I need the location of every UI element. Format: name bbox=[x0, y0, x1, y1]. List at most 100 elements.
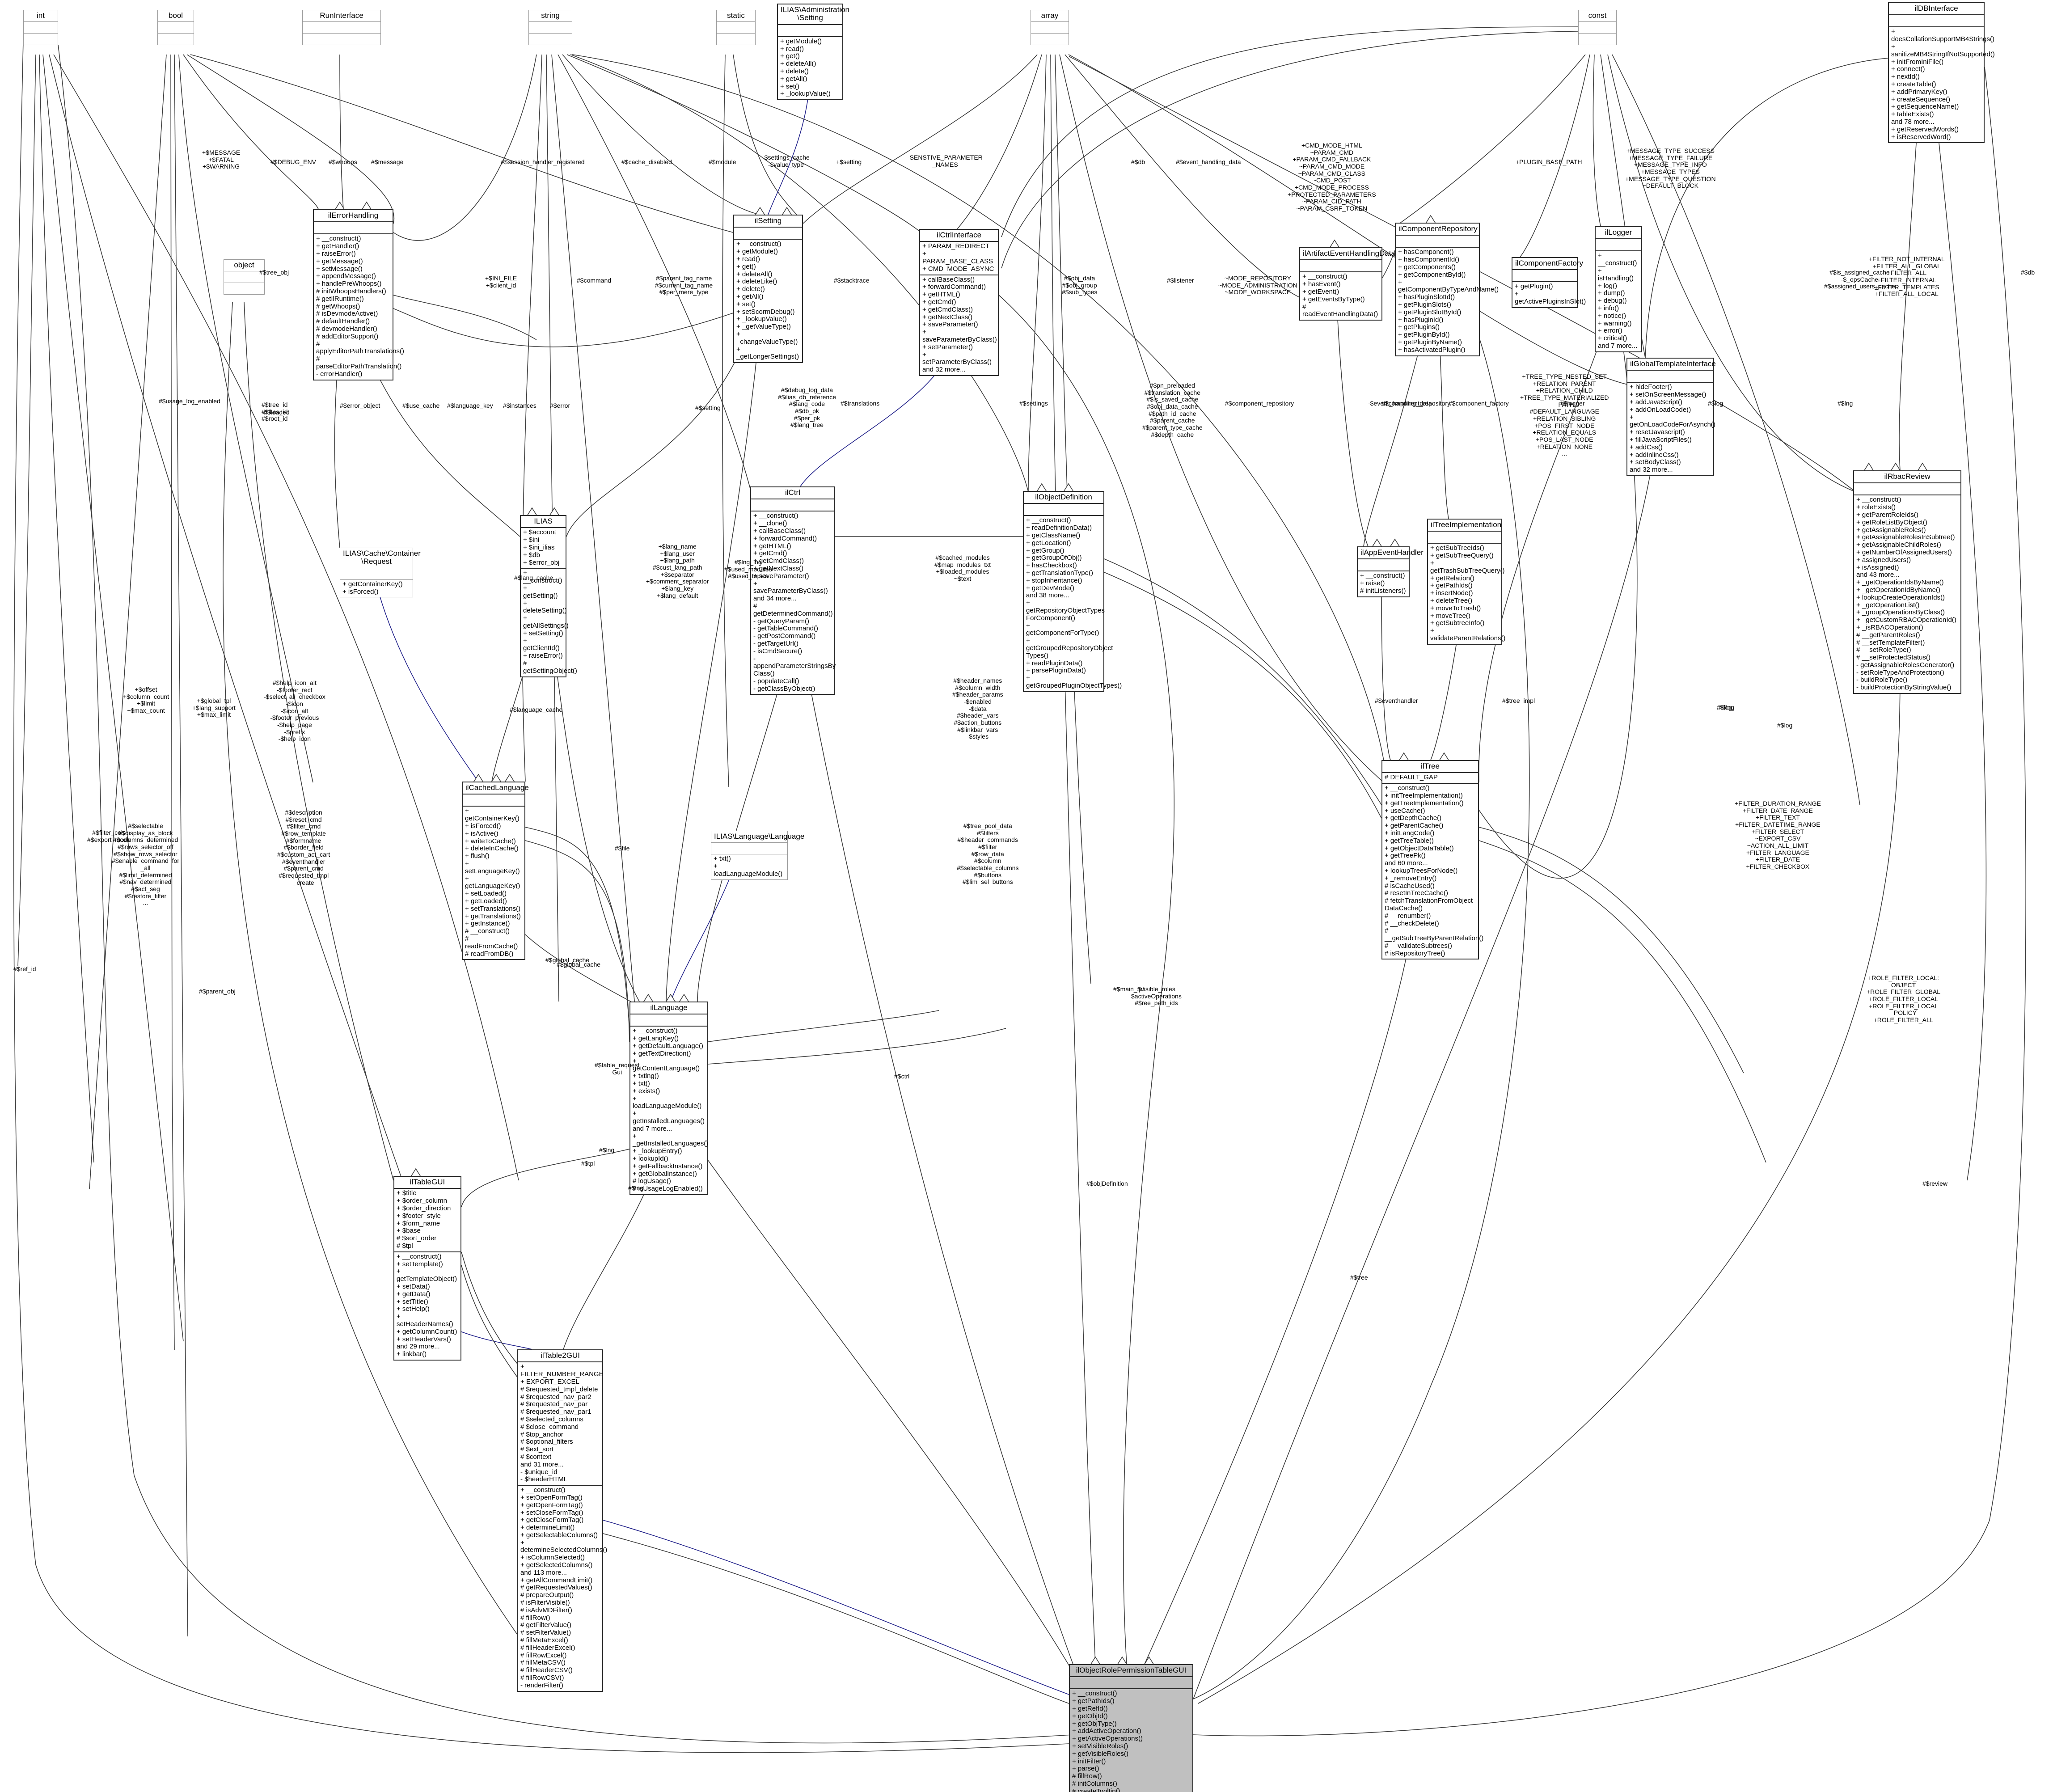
divider bbox=[1428, 531, 1501, 532]
class-attributes bbox=[630, 1014, 707, 1026]
edge-label: #$tree_id #$ilias_id #$root_id bbox=[262, 401, 288, 423]
class-name: ilLogger bbox=[1605, 228, 1632, 237]
edge-label: #$objDefinition bbox=[1086, 1180, 1128, 1187]
edge-label: $visible_roles $activeOperations #$ree_p… bbox=[1131, 985, 1182, 1007]
divider bbox=[717, 21, 755, 22]
class-name: int bbox=[37, 11, 45, 20]
class-name: ilTable2GUI bbox=[541, 1351, 580, 1360]
class-box-ilErrorHandling[interactable]: ilErrorHandling+ __construct() + getHand… bbox=[313, 209, 404, 380]
class-box-ilGlobalTemplateInterface[interactable]: ilGlobalTemplateInterface+ hideFooter() … bbox=[1626, 358, 1716, 476]
class-name: ilRbacReview bbox=[1884, 472, 1930, 481]
divider bbox=[394, 1251, 460, 1252]
edge-label: #$is_assigned_cache -$_opsCache #$assign… bbox=[1824, 269, 1895, 290]
class-box-array[interactable]: array bbox=[1031, 10, 1069, 46]
class-box-ilTable2GUI[interactable]: ilTable2GUI+ FILTER_NUMBER_RANGE + EXPOR… bbox=[517, 1349, 608, 1692]
class-box-ilDBInterface[interactable]: ilDBInterface+ doesCollationSupportMB4St… bbox=[1888, 2, 1995, 144]
class-operations bbox=[1579, 34, 1616, 45]
class-box-static[interactable]: static bbox=[716, 10, 756, 46]
edge-label: #$DEBUG_ENV bbox=[270, 158, 316, 165]
divider bbox=[1382, 783, 1478, 784]
class-box-ilCtrlInterface[interactable]: ilCtrlInterface+ PARAM_REDIRECT + PARAM_… bbox=[919, 229, 999, 376]
class-name: ilComponentFactory bbox=[1515, 259, 1584, 267]
class-box-ilObjectDefinition[interactable]: ilObjectDefinition+ __construct() + read… bbox=[1023, 491, 1122, 692]
edge-label: #$lng bbox=[599, 1146, 615, 1154]
edge-label: #$component_repository bbox=[1225, 400, 1294, 407]
class-box-ilComponentRepository[interactable]: ilComponentRepository+ hasComponent() + … bbox=[1395, 223, 1499, 356]
class-name: static bbox=[727, 11, 745, 20]
divider bbox=[717, 33, 755, 34]
edge-label: +$INI_FILE +$client_id bbox=[485, 275, 517, 289]
edge-label: #$parent_tag_name #$current_tag_name #$p… bbox=[655, 275, 713, 296]
edge-label: #$parent_obj bbox=[199, 988, 236, 995]
class-box-ILIAS[interactable]: ILIAS+ $account + $ini + $ini_ilias + $d… bbox=[520, 515, 577, 677]
divider bbox=[1596, 238, 1641, 240]
divider bbox=[1512, 269, 1577, 270]
edge-label: #$translations bbox=[841, 400, 880, 407]
edge-label: -$event_handling_data bbox=[1368, 400, 1432, 407]
class-attributes bbox=[303, 22, 380, 33]
class-box-ilObjectRolePermissionTableGUI[interactable]: ilObjectRolePermissionTableGUI+ __constr… bbox=[1069, 1664, 1193, 1792]
class-box-ilTreeImplementation[interactable]: ilTreeImplementation+ getSubTreeIds() + … bbox=[1427, 519, 1505, 645]
class-operations: + __construct() + getPathIds() + getRefI… bbox=[1072, 1690, 1143, 1792]
edge-label: -$settings_cache -$value_type bbox=[762, 154, 810, 168]
class-attributes bbox=[314, 222, 393, 233]
class-box-string[interactable]: string bbox=[528, 10, 572, 46]
edge-label: +TREE_TYPE_NESTED_SET +RELATION_PARENT +… bbox=[1520, 373, 1609, 457]
edge-label: #$whoops bbox=[329, 158, 357, 165]
class-box-ilTree[interactable]: ilTree# DEFAULT_GAP+ __construct() + ini… bbox=[1381, 760, 1483, 960]
class-name: ilDBInterface bbox=[1914, 4, 1958, 13]
class-box-object[interactable]: object bbox=[224, 259, 265, 295]
divider bbox=[1396, 247, 1479, 248]
edge-label: #$global_cache bbox=[545, 956, 590, 964]
class-box-ilArtifactEventHandlingData[interactable]: ilArtifactEventHandlingData+ __construct… bbox=[1299, 247, 1395, 321]
class-box-ILIAS_Cache_Container_Request[interactable]: ILIAS\Cache\Container \Request+ getConta… bbox=[340, 548, 421, 598]
class-box-ilLanguage[interactable]: ilLanguage+ __construct() + getLangKey()… bbox=[629, 1002, 708, 1195]
class-attributes bbox=[158, 22, 194, 33]
class-box-ilRbacReview[interactable]: ilRbacReview+ __construct() + roleExists… bbox=[1853, 470, 1961, 694]
class-operations: + getModule() + read() + get() + deleteA… bbox=[780, 37, 831, 98]
class-box-const[interactable]: const bbox=[1578, 10, 1617, 46]
divider bbox=[521, 527, 566, 528]
class-box-ilCachedLanguage[interactable]: ilCachedLanguage+ getContainerKey() + is… bbox=[462, 782, 529, 960]
divider bbox=[920, 241, 998, 242]
divider bbox=[1396, 235, 1479, 236]
class-operations bbox=[24, 34, 58, 45]
class-box-ilSetting[interactable]: ilSetting+ __construct() + getModule() +… bbox=[733, 215, 803, 363]
class-box-ilComponentFactory[interactable]: ilComponentFactory+ getPlugin() + getAct… bbox=[1512, 257, 1586, 308]
class-box-RunInterface[interactable]: RunInterface bbox=[302, 10, 381, 46]
edge-label: #$message bbox=[371, 158, 404, 165]
edge-label: #$review bbox=[1922, 1180, 1948, 1187]
class-attributes: + $account + $ini + $ini_ilias + $db + $… bbox=[523, 528, 560, 566]
class-box-ilLogger[interactable]: ilLogger+ __construct() + isHandling() +… bbox=[1595, 226, 1642, 352]
class-operations: + __construct() + readDefinitionData() +… bbox=[1026, 516, 1122, 689]
edge-label: #$stacktrace bbox=[834, 277, 870, 284]
edge-label: #$lang_cache bbox=[514, 574, 553, 581]
divider bbox=[1031, 33, 1069, 34]
class-operations: + __construct() + raise() # initListener… bbox=[1360, 572, 1406, 595]
class-box-ilCtrl[interactable]: ilCtrl+ __construct() + __clone() + call… bbox=[750, 486, 836, 695]
class-box-ilAppEventHandler[interactable]: ilAppEventHandler+ __construct() + raise… bbox=[1357, 546, 1424, 597]
class-box-ILIAS_Language_Language[interactable]: ILIAS\Language\Language+ txt() + loadLan… bbox=[711, 831, 804, 880]
class-operations bbox=[224, 283, 264, 294]
class-box-ILIAS_Administration_Setting[interactable]: ILIAS\Administration \Setting+ getModule… bbox=[777, 4, 849, 101]
class-box-ilTableGUI[interactable]: ilTableGUI+ $title + $order_column + $or… bbox=[393, 1176, 461, 1361]
class-attributes bbox=[1596, 239, 1641, 250]
class-attributes: + $title + $order_column + $order_direct… bbox=[397, 1189, 451, 1250]
edge-label: +FILTER_DURATION_RANGE +FILTER_DATE_RANG… bbox=[1735, 800, 1821, 871]
class-operations: + getContainerKey() + isForced() + isAct… bbox=[465, 807, 521, 958]
class-name: string bbox=[541, 11, 560, 20]
class-name: ilTreeImplementation bbox=[1431, 520, 1502, 529]
class-operations: + hasComponent() + hasComponentId() + ge… bbox=[1398, 248, 1499, 354]
class-operations: + __construct() + setOpenFormTag() + get… bbox=[520, 1486, 608, 1689]
class-attributes bbox=[1300, 260, 1381, 271]
edge-label: #$tree_obj bbox=[259, 269, 289, 276]
class-box-int[interactable]: int bbox=[23, 10, 58, 46]
edge-label: #$logger bbox=[1560, 400, 1585, 407]
class-attributes bbox=[1579, 22, 1616, 33]
class-attributes bbox=[1512, 270, 1577, 281]
class-operations: + __construct() + getModule() + read() +… bbox=[736, 240, 799, 361]
class-box-bool[interactable]: bool bbox=[157, 10, 194, 46]
edge-label: #$module bbox=[709, 158, 736, 165]
divider bbox=[1889, 14, 1984, 16]
class-operations bbox=[303, 34, 380, 45]
